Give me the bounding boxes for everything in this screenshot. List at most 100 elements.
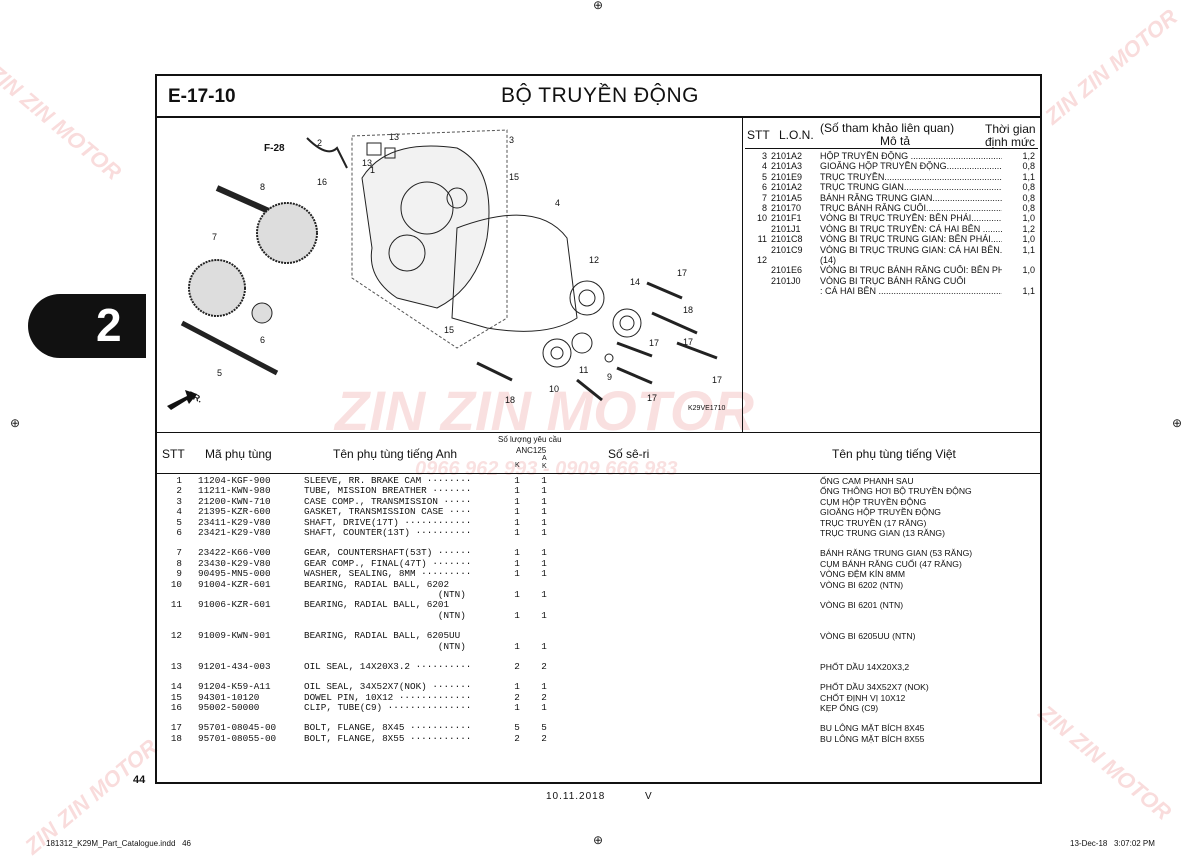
part-qty-k: 2: [514, 660, 520, 672]
callout-label: 13: [389, 132, 399, 142]
part-number: 21395-KZR-600: [198, 506, 271, 518]
callout-label: 7: [212, 232, 217, 242]
diagram-code: K29VE1710: [688, 405, 726, 412]
ref-header-stt: STT: [747, 128, 770, 142]
callout-label: 1: [370, 165, 375, 175]
part-name-vi: CHỐT ĐỊNH VỊ 10X12: [820, 692, 906, 703]
ref-desc: VÒNG BI TRỤC TRUYỀN: CẢ HAI BÊN ........…: [820, 223, 1002, 234]
ref-time: 1,0: [1022, 213, 1035, 224]
callout-label: 6: [260, 335, 265, 345]
ref-time: 0,8: [1022, 202, 1035, 213]
table-row: 1 11204-KGF-900 SLEEVE, RR. BRAKE CAM ····…: [160, 475, 1040, 486]
ref-lon: 2101C9: [771, 244, 803, 255]
parts-header-model: ANC125: [516, 446, 547, 455]
ref-time: 1,0: [1022, 265, 1035, 276]
part-stt: 6: [176, 526, 182, 538]
ref-desc: VÒNG BI TRỤC TRUNG GIAN: CẢ HAI BÊN....: [820, 244, 1002, 255]
part-qty-ak: 1: [541, 557, 547, 569]
part-qty-ak: 1: [541, 588, 547, 600]
part-name-vi: CỤM BÁNH RĂNG CUỐI (47 RĂNG): [820, 558, 962, 569]
part-stt: 2: [176, 485, 182, 497]
ref-lon: 2101F1: [771, 213, 802, 224]
part-qty-ak: 1: [541, 506, 547, 518]
part-name-vi: BU LÔNG MẶT BÍCH 8X55: [820, 733, 925, 744]
parts-header-qty: Số lượng yêu cầu: [498, 435, 562, 444]
part-qty-k: 1: [514, 495, 520, 507]
parts-header-col-a: A K: [542, 455, 547, 470]
callout-label: 3: [509, 135, 514, 145]
part-name-en: SLEEVE, RR. BRAKE CAM ········: [304, 475, 472, 486]
part-stt: 11: [170, 599, 182, 611]
part-number: 11204-KGF-900: [198, 475, 271, 486]
part-name-en: BOLT, FLANGE, 8X45 ···········: [304, 722, 472, 734]
parts-table-rows: 1 11204-KGF-900 SLEEVE, RR. BRAKE CAM ····…: [160, 475, 1040, 744]
ref-lon: 2101A3: [771, 161, 803, 172]
ref-time: 1,1: [1022, 286, 1035, 297]
ref-lon: 210170: [771, 202, 802, 213]
parts-header-col-k: K: [515, 462, 520, 469]
parts-header-stt: STT: [162, 447, 185, 461]
footer-version: V: [645, 791, 652, 802]
part-number: 95701-08045-00: [198, 722, 277, 734]
callout-label: 9: [607, 372, 612, 382]
ref-header-time-top: Thời gian: [985, 122, 1036, 136]
part-number: 94301-10120: [198, 691, 260, 703]
part-number: 11211-KWN-980: [198, 485, 271, 497]
ref-desc: HỘP TRUYỀN ĐỘNG ........................…: [820, 151, 1002, 161]
part-qty-ak: 1: [541, 475, 547, 486]
ref-lon: 2101J0: [771, 275, 801, 286]
page-title: BỘ TRUYỀN ĐỘNG: [501, 84, 699, 107]
callout-label: 2: [317, 138, 322, 148]
ref-time: 1,1: [1022, 244, 1035, 255]
part-qty-k: 1: [514, 588, 520, 600]
callout-label: 10: [549, 384, 559, 394]
ref-desc: (14): [820, 254, 837, 265]
part-qty-ak: 2: [541, 660, 547, 672]
section-tab-number: 2: [96, 299, 122, 351]
part-qty-ak: 1: [541, 681, 547, 693]
registration-mark-left: ⊕: [10, 416, 21, 430]
callout-label: 16: [317, 177, 327, 187]
ref-time: 1,2: [1022, 151, 1035, 161]
ref-stt: 10: [756, 213, 767, 224]
ref-desc: TRỤC TRUNG GIAN.........................…: [820, 182, 1002, 193]
part-number: 91009-KWN-901: [198, 630, 271, 642]
part-stt: 15: [170, 691, 182, 703]
callout-label: 17: [647, 393, 657, 403]
part-qty-k: 1: [514, 609, 520, 621]
table-row: 2 11211-KWN-980 TUBE, MISSION BREATHER ···…: [160, 485, 1040, 497]
part-name-vi: VÒNG BI 6205UU (NTN): [820, 631, 916, 642]
part-qty-k: 2: [514, 732, 520, 744]
part-qty-k: 1: [514, 557, 520, 569]
part-number: 21200-KWN-710: [198, 495, 271, 507]
ref-lon: 2101E9: [771, 171, 803, 182]
part-stt: 3: [176, 495, 182, 507]
part-qty-ak: 1: [541, 516, 547, 528]
parts-header-part-no: Mã phụ tùng: [205, 447, 272, 461]
parts-header-serial: Số sê-ri: [608, 447, 650, 461]
ref-header-desc: Mô tả: [880, 134, 911, 148]
callout-label: 5: [217, 368, 222, 378]
callout-label: 11: [579, 365, 588, 375]
part-name-en: BEARING, RADIAL BALL, 6201 (NTN): [304, 599, 466, 621]
part-qty-k: 1: [514, 485, 520, 497]
part-qty-k: 1: [514, 568, 520, 580]
part-number: 95002-50000: [198, 702, 260, 714]
part-name-en: TUBE, MISSION BREATHER ·······: [304, 485, 472, 497]
part-qty-ak: 1: [541, 547, 547, 559]
parts-header-name-vi: Tên phụ tùng tiếng Việt: [832, 447, 956, 461]
watermark-center: ZIN ZIN MOTOR: [335, 379, 754, 442]
ref-stt: 11: [757, 234, 767, 245]
